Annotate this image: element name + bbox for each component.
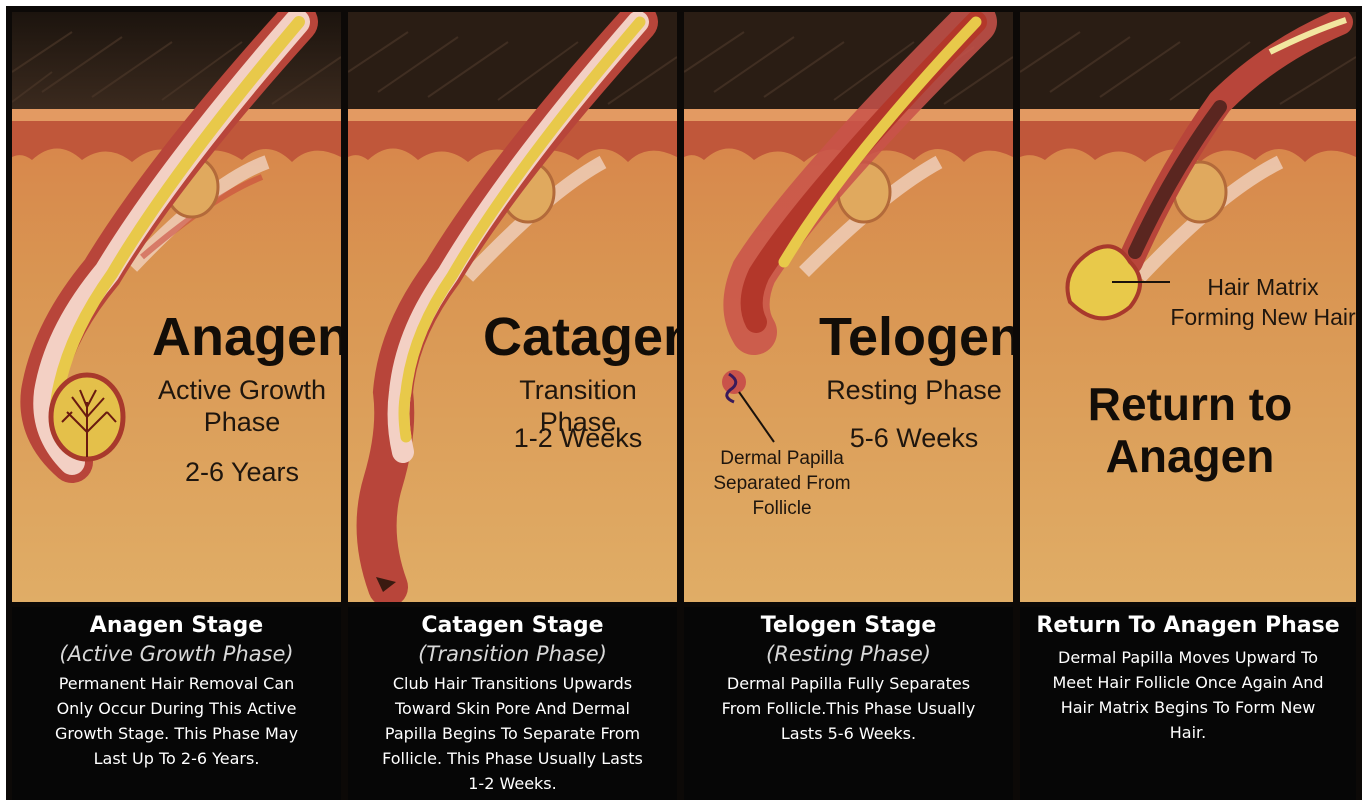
caption-telogen: Telogen Stage (Resting Phase) Dermal Pap… xyxy=(684,607,1013,800)
panel-anagen: Anagen Active Growth Phase 2-6 Years xyxy=(12,12,341,602)
caption-line: Permanent Hair Removal Can xyxy=(22,671,331,696)
caption-catagen: Catagen Stage (Transition Phase) Club Ha… xyxy=(348,607,677,800)
caption-return-to-anagen: Return To Anagen Phase Dermal Papilla Mo… xyxy=(1020,607,1356,800)
caption-body: Dermal Papilla Moves Upward To Meet Hair… xyxy=(1020,645,1356,745)
panel-subtitle-line: Resting Phase xyxy=(819,374,1009,406)
panel-title: Catagen xyxy=(483,308,673,366)
caption-subtitle: (Active Growth Phase) xyxy=(12,641,341,667)
caption-title: Anagen Stage xyxy=(12,613,341,639)
annotation-hair-matrix: Hair Matrix Forming New Hair xyxy=(1170,272,1356,332)
caption-line: Lasts 5-6 Weeks. xyxy=(694,721,1003,746)
caption-line: Toward Skin Pore And Dermal xyxy=(358,696,667,721)
panel-title: Telogen xyxy=(819,308,1009,366)
caption-body: Dermal Papilla Fully Separates From Foll… xyxy=(684,671,1013,746)
hair-growth-diagram: Anagen Active Growth Phase 2-6 Years Ana… xyxy=(6,6,1362,800)
caption-subtitle: (Transition Phase) xyxy=(348,641,677,667)
caption-line: Last Up To 2-6 Years. xyxy=(22,746,331,771)
caption-title: Catagen Stage xyxy=(348,613,677,639)
caption-title: Telogen Stage xyxy=(684,613,1013,639)
caption-line: Hair Matrix Begins To Form New xyxy=(1030,695,1346,720)
panel-telogen: Telogen Resting Phase 5-6 Weeks Dermal P… xyxy=(684,12,1013,602)
caption-line: Club Hair Transitions Upwards xyxy=(358,671,667,696)
panel-duration: 1-2 Weeks xyxy=(483,422,673,454)
panel-subtitle-line: Active Growth xyxy=(152,374,332,406)
caption-line: Only Occur During This Active xyxy=(22,696,331,721)
caption-title: Return To Anagen Phase xyxy=(1020,613,1356,639)
caption-line: From Follicle.This Phase Usually xyxy=(694,696,1003,721)
caption-line: Meet Hair Follicle Once Again And xyxy=(1030,670,1346,695)
caption-line: Dermal Papilla Fully Separates xyxy=(694,671,1003,696)
caption-line: 1-2 Weeks. xyxy=(358,771,667,796)
caption-anagen: Anagen Stage (Active Growth Phase) Perma… xyxy=(12,607,341,800)
dermal-papilla-icon xyxy=(722,370,746,394)
caption-line: Follicle. This Phase Usually Lasts xyxy=(358,746,667,771)
caption-line: Dermal Papilla Moves Upward To xyxy=(1030,645,1346,670)
annotation-line: Dermal Papilla xyxy=(702,446,862,471)
caption-body: Permanent Hair Removal Can Only Occur Du… xyxy=(12,671,341,771)
panel-title: Return to Anagen xyxy=(1060,378,1320,482)
annotation-line: Separated From xyxy=(702,471,862,496)
panel-return-to-anagen: Hair Matrix Forming New Hair Return to A… xyxy=(1020,12,1356,602)
panel-subtitle-line: Phase xyxy=(152,406,332,438)
annotation-line: Follicle xyxy=(702,496,862,521)
panel-title: Anagen xyxy=(152,308,332,366)
panel-title-line: Anagen xyxy=(1060,430,1320,482)
annotation-line: Hair Matrix xyxy=(1170,272,1356,302)
panel-title-line: Return to xyxy=(1060,378,1320,430)
panel-duration: 2-6 Years xyxy=(152,456,332,488)
panel-catagen: Catagen Transition Phase 1-2 Weeks xyxy=(348,12,677,602)
caption-line: Growth Stage. This Phase May xyxy=(22,721,331,746)
caption-line: Papilla Begins To Separate From xyxy=(358,721,667,746)
caption-body: Club Hair Transitions Upwards Toward Ski… xyxy=(348,671,677,796)
annotation-dermal-papilla: Dermal Papilla Separated From Follicle xyxy=(702,446,862,521)
caption-subtitle: (Resting Phase) xyxy=(684,641,1013,667)
annotation-line: Forming New Hair xyxy=(1170,302,1356,332)
caption-line: Hair. xyxy=(1030,720,1346,745)
